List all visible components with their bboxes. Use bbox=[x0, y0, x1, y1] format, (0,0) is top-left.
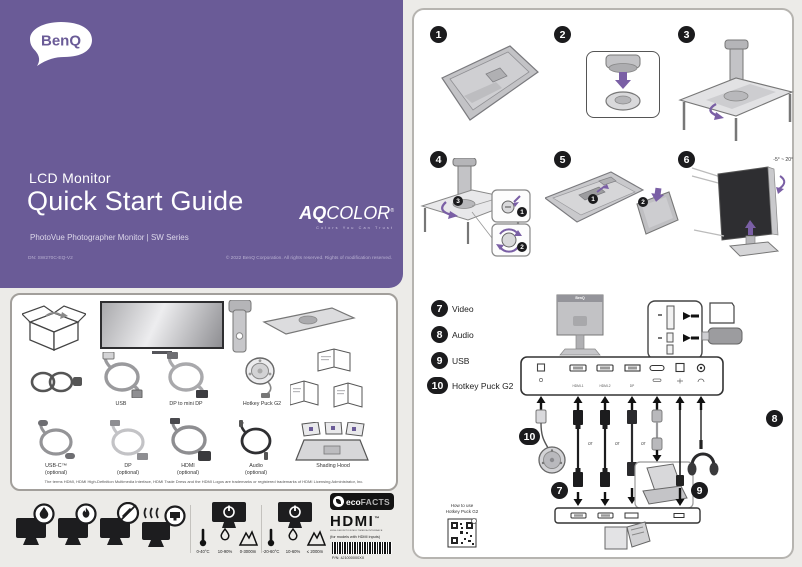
usbc-optional-label: USB-C™ (optional) bbox=[44, 463, 68, 476]
step-4-sub-2-badge: 2 bbox=[517, 242, 527, 252]
step-5-badge: 5 bbox=[554, 151, 571, 168]
step-5-sub-1-badge: 1 bbox=[588, 194, 598, 204]
tilt-range-label: -5° ~ 20° bbox=[773, 157, 793, 163]
ecofacts-light: FACTS bbox=[360, 496, 391, 507]
hdmi-disclaimer: The terms HDMI, HDMI High-Definition Mul… bbox=[44, 479, 364, 484]
port-hdmi1-label: HDMI-1 bbox=[572, 384, 584, 388]
warning-icons bbox=[16, 502, 186, 547]
operating-monitor-icon bbox=[212, 502, 246, 528]
aqcolor-logo: AQCOLOR® bbox=[298, 203, 394, 224]
operating-temp: 0-40°C bbox=[196, 549, 210, 554]
qr-code bbox=[447, 518, 477, 548]
shading-hood-icon bbox=[295, 422, 369, 461]
or-label-1: or bbox=[588, 441, 593, 447]
legend-puck-label: Hotkey Puck G2 bbox=[452, 381, 514, 391]
port-dp-label: DP bbox=[629, 384, 635, 388]
carton-box-icon bbox=[22, 305, 86, 351]
copyright-text: © 2022 BenQ Corporation. All rights rese… bbox=[225, 256, 392, 261]
step-2-badge: 2 bbox=[554, 26, 571, 43]
aqcolor-bold: AQ bbox=[299, 203, 327, 223]
svg-text:BenQ: BenQ bbox=[41, 33, 81, 50]
footer-divider-1 bbox=[190, 505, 191, 553]
step-4-sub-3-badge: 3 bbox=[453, 196, 463, 206]
or-label-3: or bbox=[641, 441, 646, 447]
diagram-9-badge: 9 bbox=[691, 482, 708, 499]
step-6-illustration bbox=[691, 166, 786, 257]
diagram-7-badge: 7 bbox=[551, 482, 568, 499]
dp-to-minidp-cable-icon bbox=[167, 352, 208, 398]
usb-cable-icon bbox=[102, 352, 143, 398]
dp-cable-icon bbox=[110, 420, 148, 460]
hdmi-cable-icon bbox=[170, 418, 211, 461]
step-6-badge: 6 bbox=[678, 151, 695, 168]
hdmi-optional-label: HDMI (optional) bbox=[176, 463, 200, 476]
step-2-illustration bbox=[605, 54, 641, 111]
booklets-icon bbox=[290, 348, 363, 408]
monitor-front-icon bbox=[100, 301, 224, 349]
audio-optional-label: Audio (optional) bbox=[244, 463, 268, 476]
leaf-icon bbox=[333, 496, 344, 507]
stand-base-icon bbox=[262, 307, 356, 335]
step-4-illustration bbox=[420, 158, 531, 257]
footer-divider-2 bbox=[261, 505, 262, 553]
storage-altitude: ≤ 2000m bbox=[306, 549, 324, 554]
connection-diagram bbox=[520, 294, 743, 550]
aqcolor-reg: ® bbox=[390, 208, 394, 214]
operating-condition-icons bbox=[199, 528, 258, 547]
cover-subtitle: PhotoVue Photographer Monitor | SW Serie… bbox=[30, 233, 189, 242]
legend-10-badge: 10 bbox=[427, 377, 448, 394]
hdmi-note: (for models with HDMI inputs) bbox=[330, 535, 381, 539]
port-hdmi2-label: HDMI-2 bbox=[599, 384, 611, 388]
benq-logo-icon: BenQ bbox=[30, 22, 92, 66]
legend-8-badge: 8 bbox=[431, 326, 448, 343]
stand-arm-icon bbox=[228, 300, 252, 353]
step-4-badge: 4 bbox=[430, 151, 447, 168]
audio-cable-icon bbox=[239, 420, 272, 460]
dp-optional-label: DP (optional) bbox=[116, 463, 140, 476]
storage-temp: -20-60°C bbox=[262, 549, 280, 554]
hdmi-logo: HDMI™ bbox=[330, 513, 381, 530]
qr-caption: How to use Hotkey Puck G2 bbox=[445, 503, 479, 514]
storage-condition-icons bbox=[267, 528, 326, 547]
shading-hood-label: Shading Hood bbox=[316, 463, 350, 469]
usb-c-cable-icon bbox=[38, 420, 75, 459]
legend-audio-label: Audio bbox=[452, 330, 474, 340]
legend-7-badge: 7 bbox=[431, 300, 448, 317]
part-number: P/N: 4J1000000XX bbox=[332, 556, 365, 560]
legend-usb-label: USB bbox=[452, 356, 470, 366]
dp-minidp-label: DP to mini DP bbox=[169, 401, 203, 407]
operating-humidity: 10-90% bbox=[217, 549, 233, 554]
step-3-illustration bbox=[678, 39, 794, 141]
step-5-illustration bbox=[545, 171, 679, 235]
storage-monitor-icon bbox=[278, 502, 312, 528]
hotkey-puck-label: Hotkey Puck G2 bbox=[242, 401, 282, 407]
power-cord-icon bbox=[30, 371, 82, 393]
hotkey-puck-icon bbox=[245, 357, 275, 398]
ecofacts-badge: eco FACTS bbox=[330, 493, 394, 510]
cover-panel: BenQ LCD Monitor Quick Start Guide Photo… bbox=[0, 0, 403, 288]
barcode bbox=[332, 542, 392, 554]
diagram-10-badge: 10 bbox=[519, 428, 540, 445]
aqcolor-tagline: Colors You Can Trust bbox=[316, 226, 394, 230]
step-1-illustration bbox=[441, 45, 539, 121]
ecofacts-bold: eco bbox=[346, 496, 361, 507]
usb-cable-label: USB bbox=[115, 401, 127, 407]
storage-humidity: 10-60% bbox=[285, 549, 301, 554]
diagram-8-badge: 8 bbox=[766, 410, 783, 427]
step-5-sub-2-badge: 2 bbox=[638, 197, 648, 207]
aqcolor-light: COLOR bbox=[326, 203, 391, 223]
operating-altitude: 0-3000m bbox=[239, 549, 257, 554]
cover-product-type: LCD Monitor bbox=[29, 170, 111, 186]
cover-title: Quick Start Guide bbox=[27, 186, 244, 216]
monitor-stand-sliver bbox=[152, 351, 172, 354]
hdmi-logo-subline: HIGH-DEFINITION MULTIMEDIA INTERFACE bbox=[330, 530, 383, 532]
legend-9-badge: 9 bbox=[431, 352, 448, 369]
doc-number: DN: SW270C-EQ-V2 bbox=[28, 256, 73, 261]
step-1-badge: 1 bbox=[430, 26, 447, 43]
or-label-2: or bbox=[615, 441, 620, 447]
rear-monitor-brand: BenQ bbox=[575, 295, 585, 300]
legend-video-label: Video bbox=[452, 304, 474, 314]
step-3-badge: 3 bbox=[678, 26, 695, 43]
step-4-sub-1-badge: 1 bbox=[517, 207, 527, 217]
